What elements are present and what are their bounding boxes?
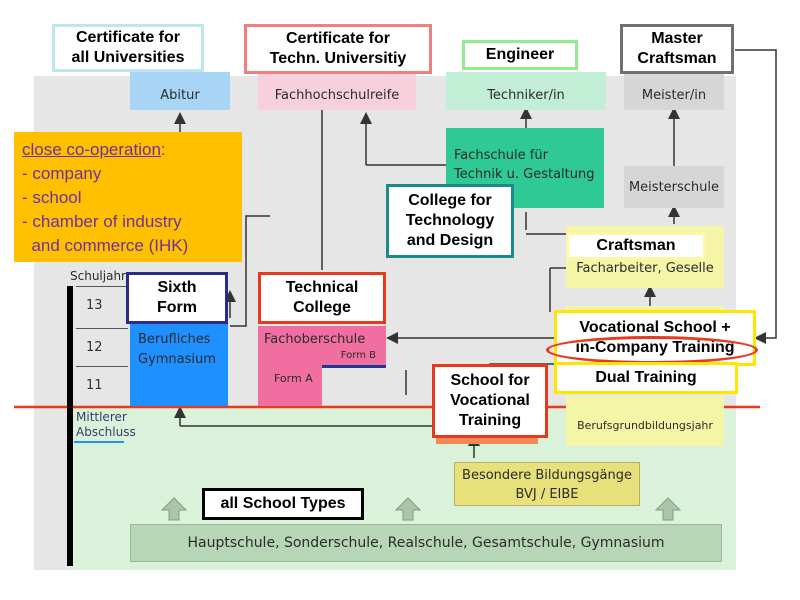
year-13: 13 [86, 298, 103, 313]
callout-sixth-form: Sixth Form [126, 272, 228, 324]
meisterschule-box: Meisterschule [624, 166, 724, 208]
berufliches-gymnasium-box: Berufliches Gymnasium [130, 316, 228, 406]
besondere-box: Besondere Bildungsgänge BVJ / EIBE [454, 462, 640, 506]
fachoberschule-box: Fachoberschule [258, 326, 386, 350]
callout-dual-training: Dual Training [554, 362, 738, 394]
scale-tick [76, 366, 128, 367]
callout-craftsman: Craftsman [566, 232, 706, 260]
cooperation-item: - company [22, 164, 102, 183]
cooperation-item: - chamber of industry [22, 212, 182, 231]
callout-cert-techn-university: Certificate for Techn. Universitiy [244, 24, 432, 74]
fachhochschulreife-box: Fachhochschulreife [258, 72, 416, 110]
year-12: 12 [86, 340, 103, 355]
callout-college-tech-design: College for Technology and Design [386, 184, 514, 258]
up-arrow-center-icon [394, 497, 422, 521]
callout-engineer: Engineer [462, 40, 578, 70]
cooperation-colon: : [160, 140, 166, 159]
cooperation-box: close co-operation: - company - school -… [14, 132, 242, 262]
callout-all-school-types: all School Types [202, 488, 364, 520]
callout-cert-all-universities: Certificate for all Universities [52, 24, 204, 72]
callout-technical-college: Technical College [258, 272, 386, 324]
berufsgrundbildungsjahr-box: Berufsgrundbildungsjahr [566, 396, 724, 446]
form-a-box: Form A [258, 350, 322, 406]
form-b-box: Form B [322, 350, 386, 368]
techniker-box: Techniker/in [446, 72, 606, 110]
scale-tick [76, 286, 128, 287]
meister-box: Meister/in [624, 72, 724, 110]
schuljahr-label: Schuljahr [70, 269, 126, 283]
up-arrow-left-icon [160, 497, 188, 521]
cooperation-heading: close co-operation [22, 140, 161, 159]
in-company-training-highlight [546, 336, 758, 364]
callout-master-craftsman: Master Craftsman [620, 24, 734, 74]
mittlerer-abschluss-label: Mittlerer Abschluss [76, 410, 136, 439]
school-types-bar: Hauptschule, Sonderschule, Realschule, G… [130, 524, 722, 562]
abitur-box: Abitur [130, 72, 230, 110]
year-11: 11 [86, 378, 103, 393]
callout-school-vocational-training: School for Vocational Training [432, 364, 548, 438]
up-arrow-right-icon [654, 497, 682, 521]
cooperation-item: - school [22, 188, 82, 207]
scale-tick [76, 328, 128, 329]
cooperation-item: and commerce (IHK) [22, 236, 189, 255]
cooperation-heading-row: close co-operation: [22, 138, 234, 162]
